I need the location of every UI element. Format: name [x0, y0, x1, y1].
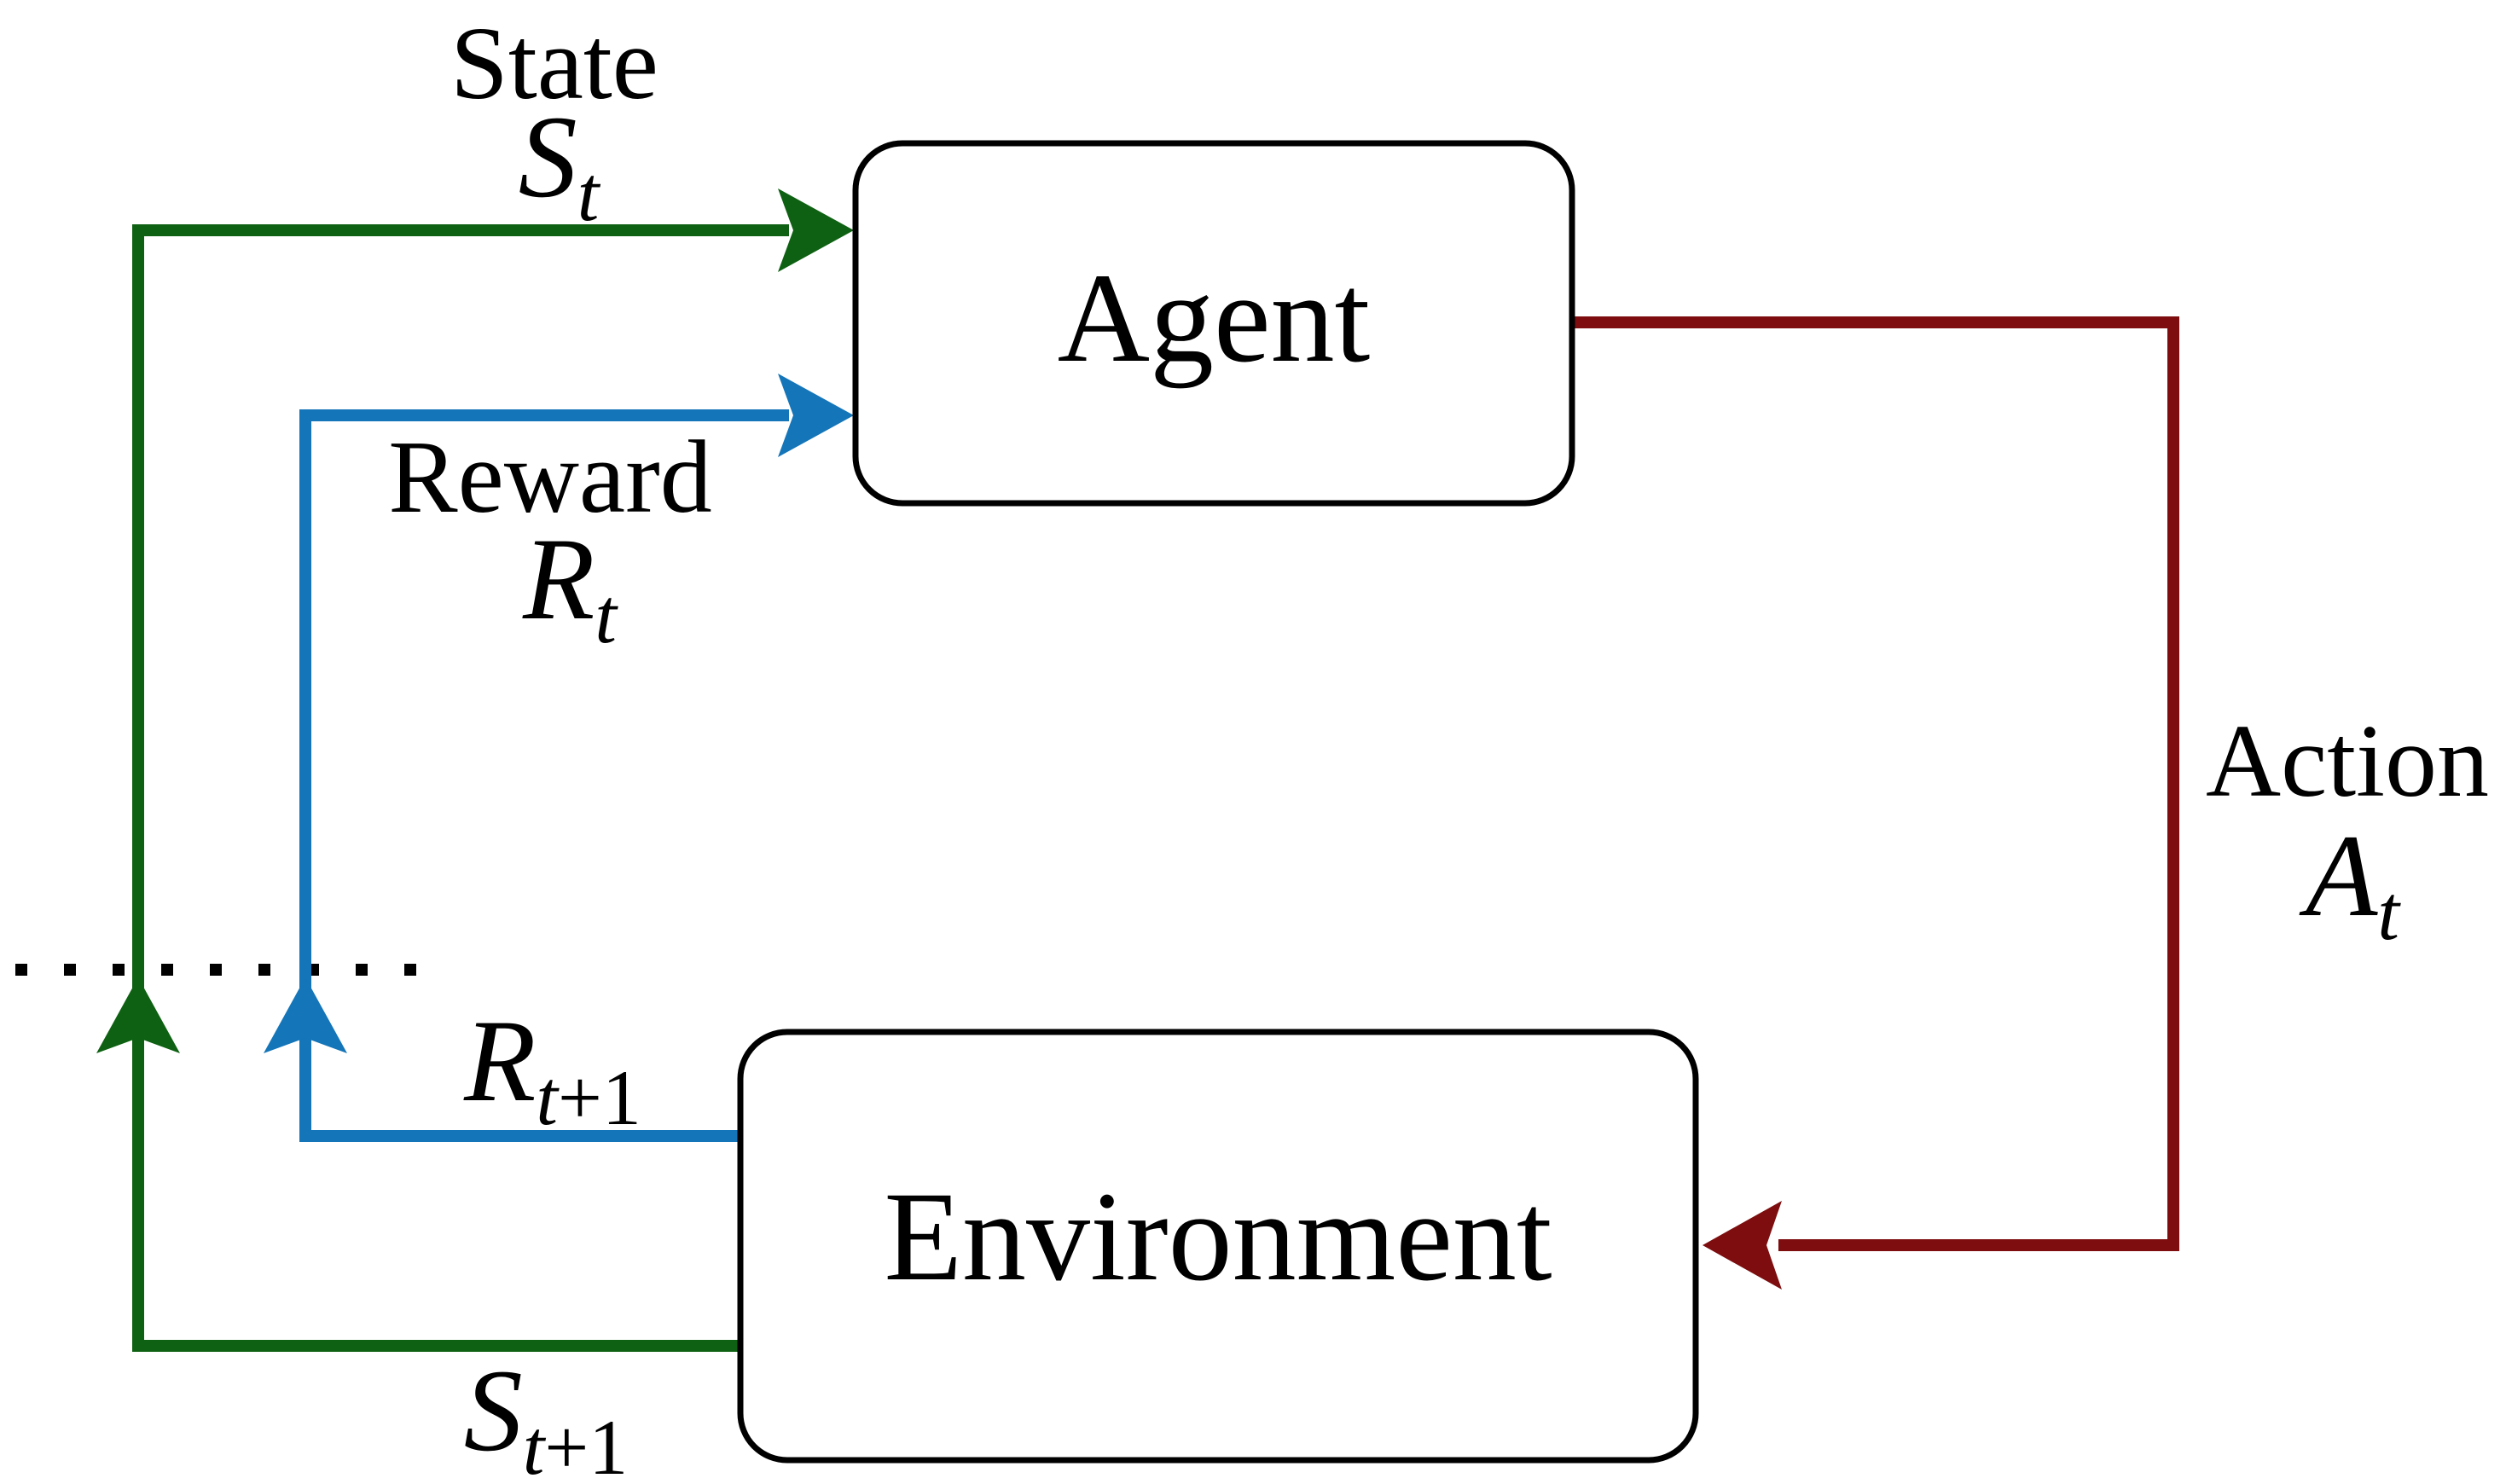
next-state-symbol: St+1: [464, 1345, 628, 1484]
state-into-agent-arrowhead-icon: [778, 188, 854, 272]
environment-box-label: Environment: [884, 1166, 1552, 1307]
reward-into-agent-arrowhead-icon: [778, 374, 854, 457]
next-reward-symbol-main: R: [463, 995, 536, 1126]
state-symbol-subscript: t: [577, 150, 601, 237]
reward-symbol: Rt: [522, 513, 618, 659]
action-symbol: At: [2299, 810, 2401, 956]
state-label: State: [450, 6, 658, 121]
next-state-symbol-main: S: [464, 1345, 523, 1475]
next-state-symbol-subscript: t: [523, 1404, 547, 1484]
agent-box-label: Agent: [1058, 247, 1371, 389]
agent-box: [852, 140, 1575, 507]
state-up-arrowhead-icon: [96, 977, 180, 1053]
state-symbol: St: [519, 91, 601, 237]
action-symbol-main: A: [2299, 810, 2378, 941]
next-reward-symbol: Rt+1: [463, 995, 641, 1141]
next-reward-symbol-subscript-plain: +1: [558, 1054, 641, 1141]
next-state-symbol-subscript-plain: +1: [544, 1404, 628, 1484]
action-symbol-subscript: t: [2377, 869, 2401, 956]
environment-box: [737, 1029, 1699, 1464]
action-edge-line: [1571, 316, 2179, 1251]
action-into-environment-arrowhead-icon: [1703, 1201, 1782, 1290]
reward-up-arrowhead-icon: [264, 977, 347, 1053]
state-symbol-main: S: [519, 91, 577, 222]
reward-symbol-main: R: [522, 513, 595, 644]
action-label: Action: [2206, 704, 2489, 819]
reward-label: Reward: [388, 420, 711, 535]
state-edge-line: [132, 224, 789, 1352]
reward-edge-line: [299, 409, 789, 1142]
reward-symbol-subscript: t: [595, 572, 618, 659]
next-reward-symbol-subscript: t: [536, 1054, 560, 1141]
